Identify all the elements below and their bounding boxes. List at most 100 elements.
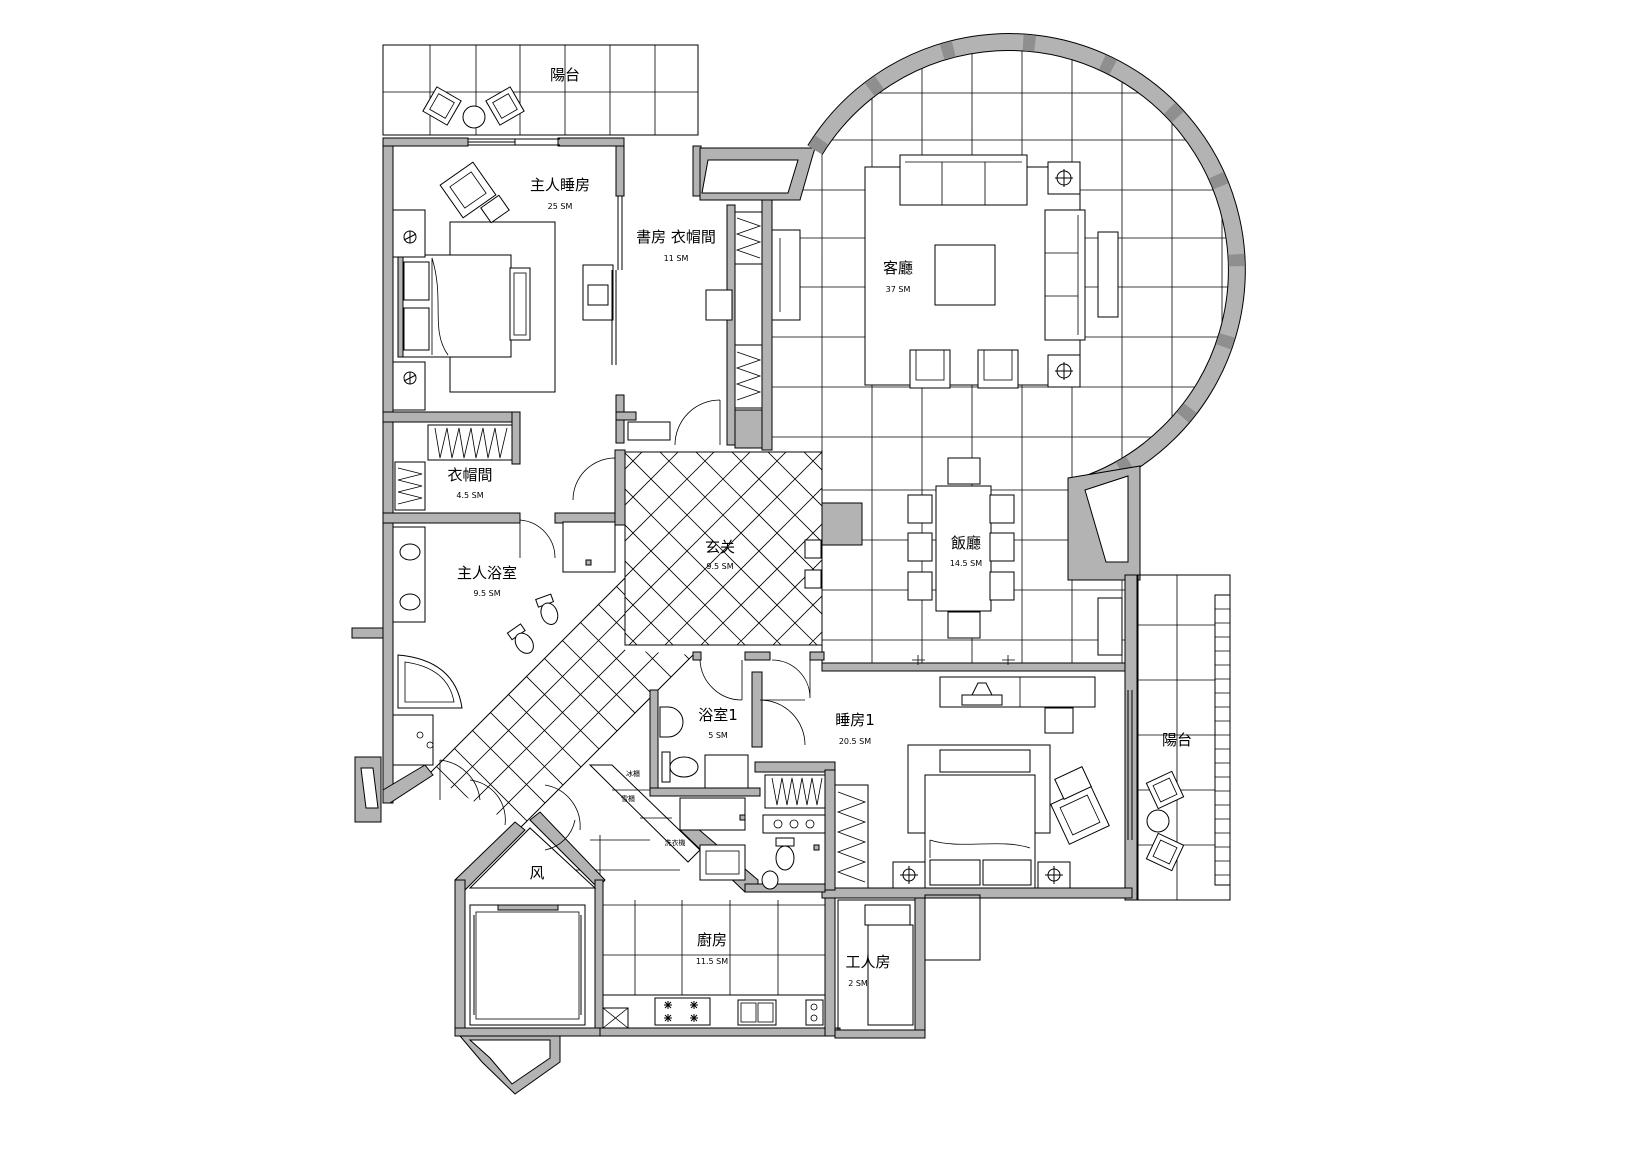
shoe-cabinet bbox=[804, 569, 822, 589]
label-dining: 飯廳 bbox=[951, 534, 981, 552]
closet-furniture bbox=[394, 424, 513, 511]
walls bbox=[351, 33, 1246, 1095]
balcony-top bbox=[382, 44, 699, 136]
balcony-chair bbox=[1145, 832, 1185, 872]
wind-room bbox=[468, 827, 597, 1026]
label-kitchen: 廚房 bbox=[697, 931, 727, 949]
dining-chair bbox=[989, 494, 1015, 524]
master-bedroom-furniture bbox=[392, 161, 556, 411]
dining-chair bbox=[907, 532, 933, 562]
toilet-icon bbox=[535, 593, 559, 625]
sink-icon bbox=[399, 593, 421, 611]
balcony-chair bbox=[485, 86, 525, 126]
pillow bbox=[403, 307, 430, 351]
shoe-cabinet bbox=[804, 539, 822, 559]
label-appliance-3: 洗衣機 bbox=[665, 838, 686, 847]
bedroom1-furniture bbox=[761, 676, 1110, 890]
ottoman bbox=[1054, 766, 1092, 800]
pillow bbox=[929, 859, 981, 886]
lamp-icon bbox=[892, 861, 926, 889]
label-master-bedroom: 主人睡房 bbox=[530, 176, 590, 194]
dining-table bbox=[935, 485, 992, 612]
kitchen-sink bbox=[737, 999, 777, 1026]
door-swings bbox=[439, 399, 911, 1019]
lamp-icon bbox=[1047, 354, 1081, 388]
vanity-counter bbox=[392, 526, 426, 623]
balcony-table bbox=[1146, 809, 1170, 833]
lamp-icon bbox=[1047, 161, 1081, 195]
armchair bbox=[977, 349, 1019, 389]
shower bbox=[704, 754, 749, 789]
living-furniture bbox=[771, 154, 1119, 389]
label-worker-room: 工人房 bbox=[845, 953, 890, 971]
sofa-top bbox=[899, 154, 1028, 206]
nightstand bbox=[392, 361, 426, 411]
label-closet: 衣帽間 bbox=[447, 466, 492, 484]
label-balcony-top: 陽台 bbox=[550, 66, 580, 84]
fan-icon bbox=[403, 230, 417, 244]
sofa-right bbox=[1044, 209, 1086, 341]
balcony-right bbox=[1127, 574, 1231, 901]
area-dining: 14.5 SM bbox=[950, 559, 982, 568]
master-bath-fixtures bbox=[392, 521, 616, 766]
dining-chair bbox=[989, 571, 1015, 601]
sideboard bbox=[1097, 597, 1123, 656]
label-master-bath: 主人浴室 bbox=[457, 564, 517, 582]
bed-bench bbox=[509, 267, 531, 341]
label-living: 客廳 bbox=[883, 259, 913, 277]
kitchen-fixtures bbox=[602, 994, 826, 1029]
bathtub bbox=[397, 654, 463, 709]
bidet-icon bbox=[761, 870, 779, 890]
label-appliance-2: 雪櫃 bbox=[621, 794, 635, 803]
bath-cabinet bbox=[392, 714, 434, 766]
area-kitchen: 11.5 SM bbox=[696, 957, 728, 966]
corridor-edges bbox=[427, 577, 694, 829]
area-bedroom1: 20.5 SM bbox=[839, 737, 871, 746]
label-appliance-1: 冰櫃 bbox=[626, 769, 640, 778]
hanging-rail bbox=[394, 461, 426, 511]
worker-bed bbox=[867, 924, 914, 1026]
laundry-counter bbox=[588, 764, 746, 881]
storage-box bbox=[469, 904, 586, 1026]
balcony-railing bbox=[1214, 594, 1231, 886]
toilet-icon bbox=[506, 623, 534, 654]
washbasin-counter bbox=[762, 814, 826, 834]
label-foyer: 玄关 bbox=[705, 538, 735, 556]
monitor-icon bbox=[961, 682, 1003, 706]
tv-cabinet bbox=[771, 229, 801, 321]
nightstand bbox=[392, 209, 426, 258]
worker-room-furniture bbox=[837, 894, 981, 1031]
lamp-icon bbox=[1037, 861, 1071, 889]
outdoor-unit bbox=[924, 894, 981, 961]
dining-chair bbox=[907, 571, 933, 601]
area-closet: 4.5 SM bbox=[456, 491, 483, 500]
bath1-fixtures bbox=[659, 706, 749, 831]
area-foyer: 9.5 SM bbox=[706, 562, 733, 571]
dining-chair bbox=[947, 457, 981, 485]
wardrobe bbox=[764, 774, 826, 809]
study-furniture bbox=[582, 211, 763, 441]
study-shelf bbox=[627, 421, 671, 441]
armchair bbox=[439, 161, 497, 219]
balcony-chair bbox=[422, 86, 462, 126]
ottoman bbox=[480, 194, 510, 224]
area-master-bedroom: 25 SM bbox=[548, 202, 573, 211]
label-bath1: 浴室1 bbox=[698, 706, 738, 724]
toilet-icon bbox=[775, 837, 795, 871]
pillow bbox=[982, 859, 1032, 886]
desk-chair bbox=[1044, 707, 1074, 734]
wind-shaft bbox=[468, 827, 597, 889]
armchair bbox=[909, 349, 951, 389]
stove bbox=[654, 997, 711, 1026]
study-chair bbox=[705, 289, 733, 321]
area-worker-room: 2 SM bbox=[848, 979, 868, 988]
label-bedroom1: 睡房1 bbox=[835, 711, 875, 729]
area-master-bath: 9.5 SM bbox=[473, 589, 500, 598]
fan-icon bbox=[403, 371, 417, 385]
cabinet bbox=[679, 797, 746, 831]
balcony-table bbox=[462, 105, 486, 129]
sink-icon bbox=[659, 706, 684, 738]
dining-chair bbox=[947, 611, 981, 639]
coffee-table bbox=[934, 244, 996, 306]
